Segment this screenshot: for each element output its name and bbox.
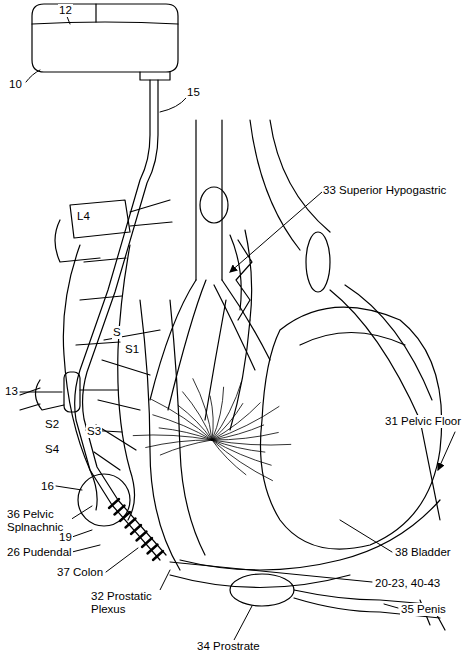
callout-label: 10: [8, 78, 23, 91]
plexus-strand: [212, 440, 271, 465]
callout-label: 19: [58, 531, 73, 544]
spine: [20, 200, 172, 520]
callout-label: S2: [44, 418, 60, 431]
callout-label: L4: [76, 210, 91, 223]
prostate: [230, 574, 294, 606]
callout-label: 26 Pudendal: [6, 546, 73, 559]
electrode-coil: [126, 519, 136, 528]
plexus-strand: [210, 396, 213, 440]
electrode-coil: [148, 545, 158, 554]
pelvic-floor: [170, 500, 440, 588]
callout-label: S: [112, 326, 122, 339]
callout-label: 37 Colon: [56, 566, 104, 579]
plexus-strand: [146, 440, 212, 448]
callout-label: 16: [40, 480, 55, 493]
callout-label: 33 Superior Hypogastric: [322, 184, 447, 197]
electrode-coil: [115, 506, 125, 515]
callout-label: S1: [124, 343, 140, 356]
plexus-strand: [212, 433, 278, 441]
pelvic-plexus: [133, 379, 291, 481]
callout-label: 32 Prostatic Plexus: [90, 590, 162, 616]
colon: [140, 300, 205, 570]
callout-label: 13: [4, 385, 19, 398]
callout-label: 34 Prostrate: [196, 640, 261, 653]
bladder: [260, 307, 441, 549]
electrode-coil: [131, 525, 141, 534]
electrode-coil: [137, 532, 147, 541]
callout-label: S4: [44, 443, 60, 456]
callout-label: 35 Penis: [400, 603, 447, 616]
callout-label: 38 Bladder: [394, 546, 452, 559]
callout-label: 31 Pelvic Floor: [384, 415, 462, 428]
callout-label: 12: [58, 4, 73, 17]
callout-label: 15: [186, 86, 201, 99]
plexus-strand: [212, 425, 264, 440]
leader-lines: [20, 14, 455, 640]
stimulator-device: [32, 4, 178, 80]
plexus-strand: [153, 415, 212, 440]
electrode-array: [109, 499, 163, 560]
lead: [64, 80, 166, 560]
plexus-strand: [212, 440, 246, 475]
plexus-strand: [212, 407, 279, 441]
plexus-strand: [152, 399, 213, 440]
electrode-coil: [109, 499, 119, 508]
plexus-strand: [193, 379, 212, 440]
plexus-strand: [178, 405, 212, 440]
callout-label: 20-23, 40-43: [374, 577, 441, 590]
superior-hypogastric-plexus: [205, 230, 252, 430]
electrode-coil: [142, 538, 152, 547]
plexus-strand: [160, 440, 212, 455]
electrode-coil: [153, 551, 163, 560]
electrode-circle: [78, 474, 130, 526]
callout-label: S3: [86, 425, 102, 438]
